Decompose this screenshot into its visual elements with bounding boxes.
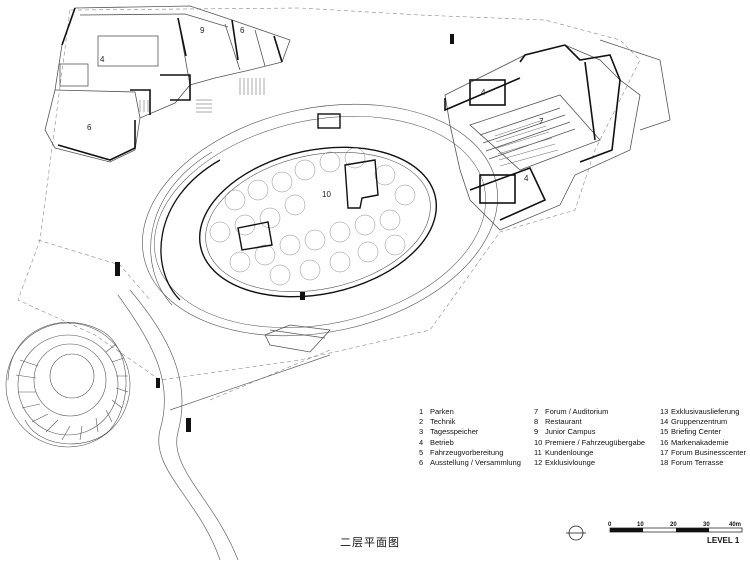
inner-circles — [209, 147, 416, 286]
scale-tick-0: 0 — [608, 522, 612, 528]
central-ring — [142, 103, 498, 337]
legend-label: Exklusivlounge — [545, 458, 596, 468]
lower-block — [264, 324, 331, 353]
room-label-6-top: 6 — [240, 26, 245, 35]
legend-num: 11 — [534, 447, 542, 457]
site-boundary — [17, 7, 641, 401]
legend-label: Forum Terrasse — [671, 458, 724, 468]
room-label-9: 9 — [200, 26, 205, 35]
legend-num: 4 — [419, 437, 424, 447]
spiral-ramp — [5, 322, 131, 448]
legend-item: 1 Parken — [419, 407, 521, 417]
legend-column-1: 1 Parken 2 Technik 3 Tagesspeicher 4 Betrieb… — [419, 407, 521, 468]
scale-bar: 0 10 20 30 40m — [608, 522, 743, 533]
access-road — [117, 289, 331, 561]
left-wing-walls — [57, 7, 283, 161]
legend-label: Premiere / Fahrzeugübergabe — [545, 437, 646, 447]
legend-column-2: 7 Forum / Auditorium 8 Restaurant 9 Junior … — [534, 407, 645, 468]
legend-item: 3 Tagesspeicher — [419, 427, 521, 437]
legend-label: Forum / Auditorium — [545, 407, 609, 416]
legend-label: Restaurant — [545, 417, 582, 427]
legend-item: 7 Forum / Auditorium — [534, 407, 645, 417]
legend-num: 14 — [660, 417, 669, 427]
level-label: LEVEL 1 — [707, 536, 740, 545]
legend-item: 8 Restaurant — [534, 417, 645, 427]
legend-item: 4 Betrieb — [419, 438, 521, 448]
north-arrow-icon — [566, 525, 586, 541]
legend-num: 6 — [419, 458, 424, 468]
legend-item: 9 Junior Campus — [534, 427, 645, 437]
left-wing — [44, 5, 291, 163]
scale-tick-20: 20 — [670, 522, 677, 528]
legend-label: Technik — [430, 417, 456, 427]
legend-num: 17 — [660, 447, 669, 457]
legend-item: 2 Technik — [419, 417, 521, 427]
room-label-4-left: 4 — [100, 55, 105, 64]
room-label-4-right-top: 4 — [481, 88, 486, 97]
legend-num: 3 — [419, 427, 424, 437]
legend-label: Exklusivauslieferung — [671, 407, 740, 416]
legend-label: Ausstellung / Versammlung — [430, 458, 521, 468]
legend-item: 5 Fahrzeugvorbereitung — [419, 448, 521, 458]
scale-tick-40: 40m — [729, 522, 741, 528]
legend-label: Kundenlounge — [545, 447, 594, 457]
legend-num: 2 — [419, 417, 424, 427]
plan-caption: 二层平面图 — [340, 536, 400, 549]
legend-label: Tagesspeicher — [430, 427, 479, 437]
room-label-7: 7 — [539, 117, 544, 126]
legend-num: 1 — [419, 407, 424, 416]
legend-num: 8 — [534, 417, 539, 427]
legend-label: Briefing Center — [671, 427, 722, 437]
legend-label: Junior Campus — [545, 427, 596, 437]
right-wing — [444, 39, 671, 231]
legend-num: 9 — [534, 427, 539, 437]
legend-label: Markenakademie — [671, 437, 729, 447]
central-cores — [237, 113, 379, 251]
legend-label: Gruppenzentrum — [671, 417, 728, 427]
legend-num: 13 — [660, 407, 669, 416]
black-markers — [115, 34, 454, 432]
legend-label: Betrieb — [430, 437, 454, 447]
legend-num: 18 — [660, 458, 669, 468]
legend-num: 12 — [534, 458, 543, 468]
legend-num: 7 — [534, 407, 539, 416]
right-wing-walls — [444, 44, 621, 221]
room-label-6-left: 6 — [87, 123, 92, 132]
legend-num: 16 — [660, 437, 669, 447]
legend-num: 5 — [419, 447, 424, 457]
legend-label: Fahrzeugvorbereitung — [430, 447, 504, 457]
stair-hatch — [139, 78, 265, 113]
legend-label: Forum Businesscenter — [671, 447, 747, 457]
scale-tick-30: 30 — [703, 522, 710, 528]
legend-label: Parken — [430, 407, 454, 416]
room-label-4-right-bottom: 4 — [524, 174, 529, 183]
legend-item: 6 Ausstellung / Versammlung — [419, 458, 521, 468]
scale-tick-10: 10 — [637, 522, 644, 528]
legend-num: 10 — [534, 437, 543, 447]
room-label-10: 10 — [322, 190, 331, 199]
auditorium-seating — [494, 114, 559, 167]
legend-num: 15 — [660, 427, 669, 437]
